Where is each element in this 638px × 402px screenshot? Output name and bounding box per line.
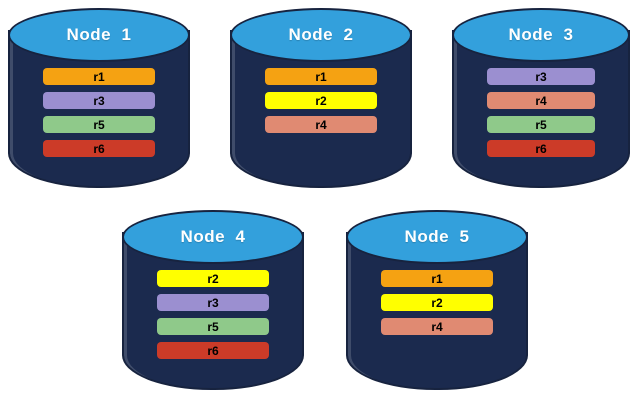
replica-bar[interactable]: r2	[381, 294, 493, 311]
replica-list: r2 r3 r5 r6	[122, 270, 304, 359]
node-label: Node 2	[288, 25, 354, 44]
cylinder-top-ellipse	[452, 8, 630, 62]
replica-list: r1 r2 r4	[346, 270, 528, 335]
replica-bar[interactable]: r5	[43, 116, 155, 133]
node-5[interactable]: Node 5 r1 r2 r4	[346, 210, 528, 390]
replica-bar[interactable]: r5	[157, 318, 269, 335]
node-label: Node 3	[508, 25, 574, 44]
node-1[interactable]: Node 1 r1 r3 r5 r6	[8, 8, 190, 188]
cylinder-top-ellipse	[346, 210, 528, 264]
replica-bar[interactable]: r1	[381, 270, 493, 287]
node-label: Node 5	[404, 227, 470, 246]
replica-bar[interactable]: r4	[265, 116, 377, 133]
replica-bar[interactable]: r2	[265, 92, 377, 109]
replica-bar[interactable]: r3	[157, 294, 269, 311]
replica-bar[interactable]: r6	[43, 140, 155, 157]
node-label: Node 1	[66, 25, 132, 44]
replica-list: r1 r3 r5 r6	[8, 68, 190, 157]
node-3[interactable]: Node 3 r3 r4 r5 r6	[452, 8, 630, 188]
cylinder-top-ellipse	[8, 8, 190, 62]
replica-bar[interactable]: r6	[157, 342, 269, 359]
cylinder-top-ellipse	[230, 8, 412, 62]
cylinder-top-ellipse	[122, 210, 304, 264]
replica-bar[interactable]: r1	[43, 68, 155, 85]
replica-bar[interactable]: r3	[43, 92, 155, 109]
node-label: Node 4	[180, 227, 246, 246]
replica-bar[interactable]: r1	[265, 68, 377, 85]
replica-bar[interactable]: r5	[486, 116, 596, 133]
node-2[interactable]: Node 2 r1 r2 r4	[230, 8, 412, 188]
replica-bar[interactable]: r4	[486, 92, 596, 109]
node-4[interactable]: Node 4 r2 r3 r5 r6	[122, 210, 304, 390]
replica-list: r1 r2 r4	[230, 68, 412, 133]
replica-bar[interactable]: r3	[486, 68, 596, 85]
replica-bar[interactable]: r2	[157, 270, 269, 287]
replica-list: r3 r4 r5 r6	[452, 68, 630, 157]
cylinder-body	[452, 30, 630, 188]
replica-bar[interactable]: r6	[486, 140, 596, 157]
replica-bar[interactable]: r4	[381, 318, 493, 335]
